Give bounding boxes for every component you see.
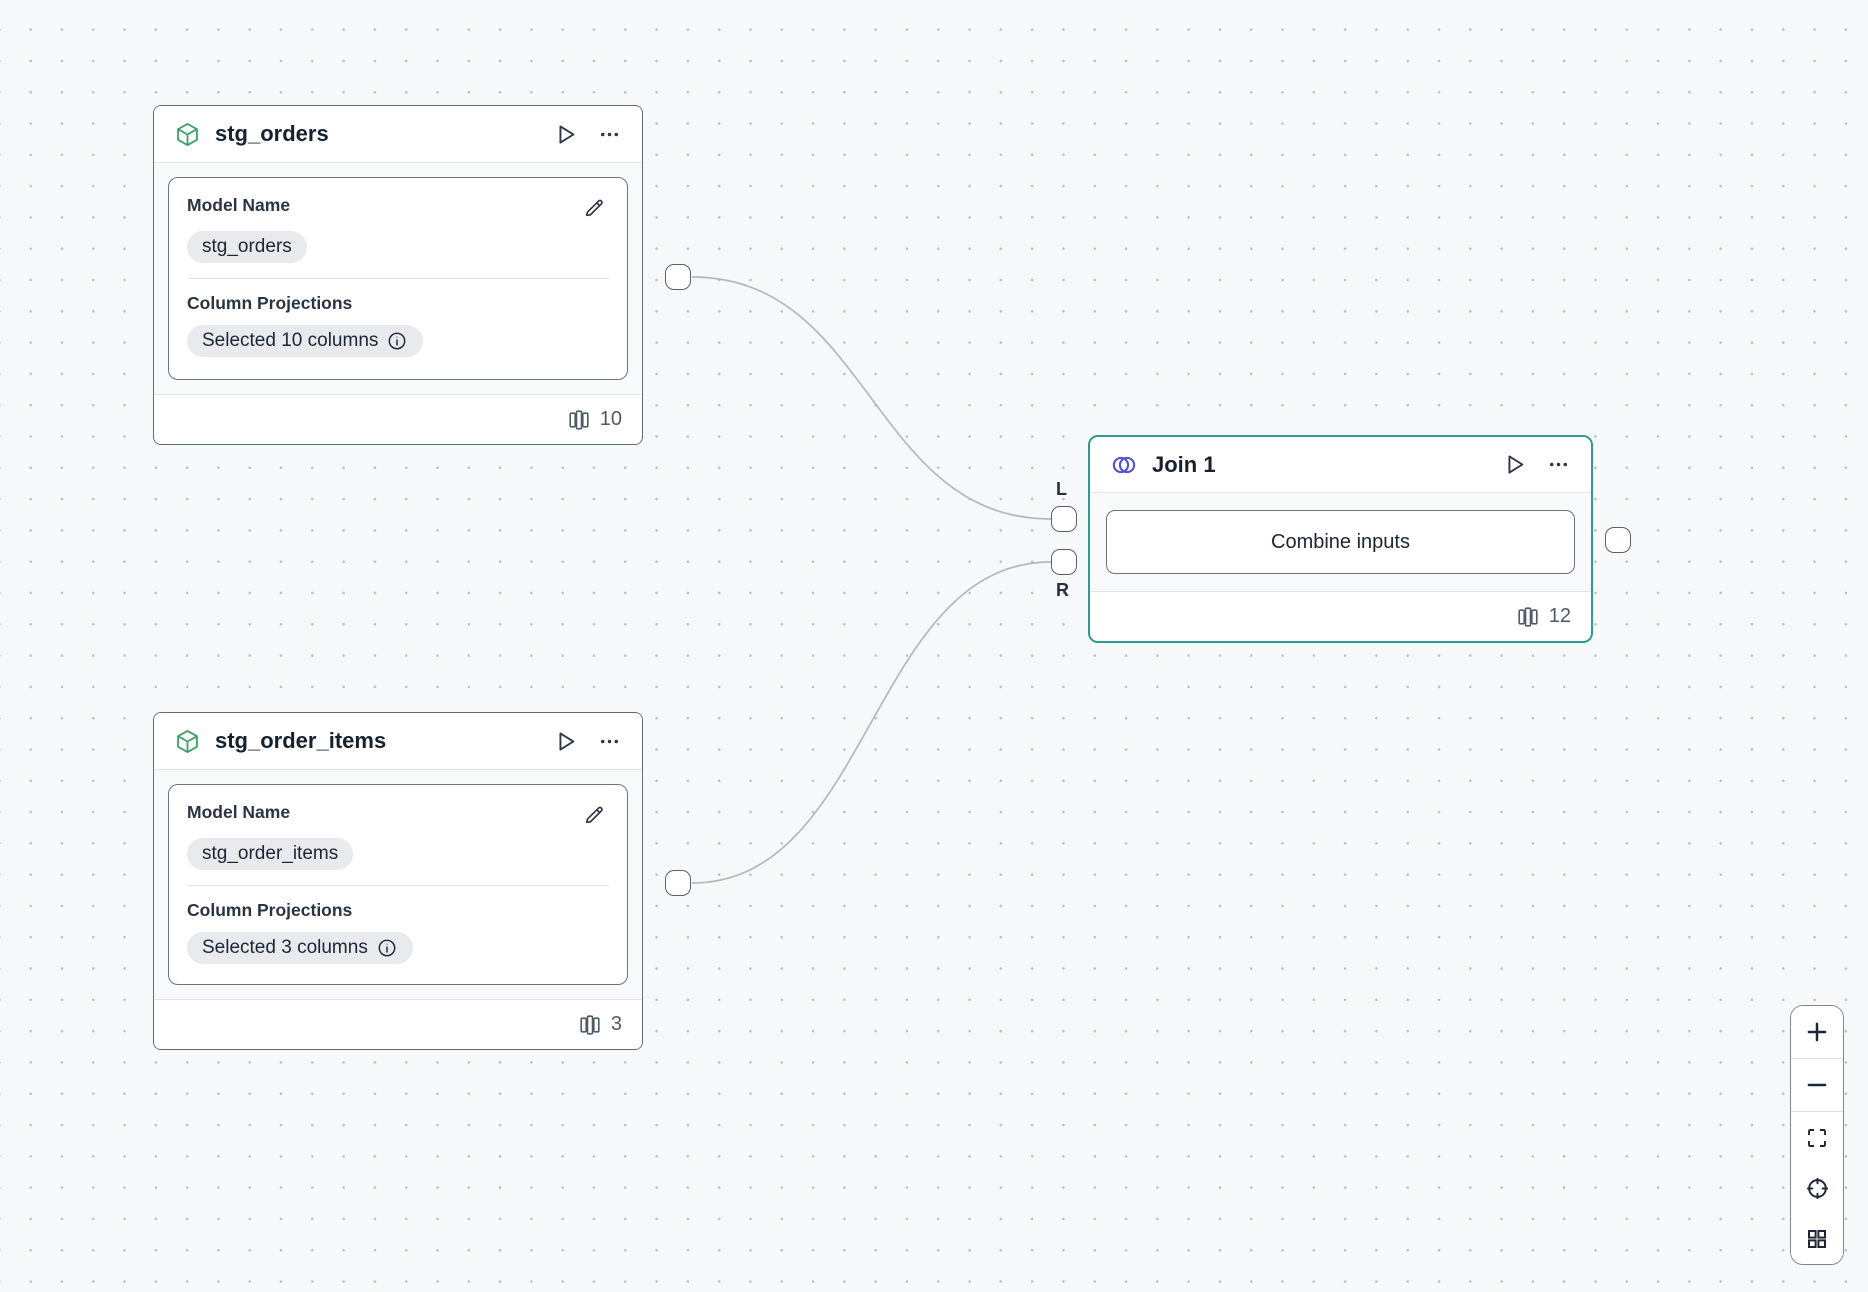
node-footer: 12 — [1090, 591, 1591, 641]
play-icon[interactable] — [550, 119, 581, 150]
column-projections-pill[interactable]: Selected 10 columns — [187, 325, 423, 357]
columns-icon — [567, 408, 591, 432]
node-title: stg_order_items — [215, 728, 536, 754]
node-footer: 10 — [154, 394, 642, 444]
play-icon[interactable] — [1499, 449, 1530, 480]
minus-icon[interactable] — [1791, 1059, 1843, 1111]
columns-icon — [578, 1013, 602, 1037]
target-handle-join-left[interactable] — [1051, 506, 1077, 532]
node-title: Join 1 — [1152, 452, 1485, 478]
node-body: Combine inputs — [1090, 493, 1591, 591]
model-name-value-pill: stg_orders — [187, 231, 307, 263]
source-handle-join[interactable] — [1605, 527, 1631, 553]
crosshair-icon[interactable] — [1791, 1163, 1843, 1214]
ellipsis-icon[interactable] — [1544, 450, 1573, 479]
node-body: Model Name stg_orders Column Projections… — [154, 163, 642, 394]
edge-stg-orders-to-join-left[interactable] — [692, 277, 1051, 519]
card-divider — [187, 885, 609, 886]
column-projections-label: Column Projections — [187, 898, 609, 923]
node-stg-orders[interactable]: stg_orders Model Name — [153, 105, 643, 445]
target-handle-join-right[interactable] — [1051, 549, 1077, 575]
fit-view-icon[interactable] — [1791, 1112, 1843, 1162]
plus-icon[interactable] — [1791, 1006, 1843, 1058]
node-body: Model Name stg_order_items Column Projec… — [154, 770, 642, 999]
edge-stg-order-items-to-join-right[interactable] — [692, 562, 1051, 883]
pencil-icon[interactable] — [580, 193, 609, 222]
model-config-card: Model Name stg_orders Column Projections… — [168, 177, 628, 380]
columns-icon — [1516, 605, 1540, 629]
grid-icon[interactable] — [1791, 1214, 1843, 1264]
node-join-1[interactable]: Join 1 Combine inputs — [1088, 435, 1593, 643]
model-name-label: Model Name — [187, 193, 290, 218]
info-icon[interactable] — [386, 330, 408, 352]
node-header: stg_orders — [154, 106, 642, 163]
source-handle-stg-order-items[interactable] — [665, 870, 691, 896]
source-handle-stg-orders[interactable] — [665, 264, 691, 290]
cube-icon — [174, 121, 201, 148]
node-footer: 3 — [154, 999, 642, 1049]
column-projections-label: Column Projections — [187, 291, 609, 316]
column-projections-pill[interactable]: Selected 3 columns — [187, 932, 413, 964]
column-projections-value: Selected 10 columns — [202, 330, 378, 352]
model-config-card: Model Name stg_order_items Column Projec… — [168, 784, 628, 985]
zoom-controls-panel — [1790, 1005, 1844, 1265]
join-circles-icon — [1110, 451, 1138, 479]
pencil-icon[interactable] — [580, 800, 609, 829]
card-divider — [187, 278, 609, 279]
model-name-value-pill: stg_order_items — [187, 838, 353, 870]
play-icon[interactable] — [550, 726, 581, 757]
cube-icon — [174, 728, 201, 755]
column-count: 12 — [1549, 605, 1571, 628]
ellipsis-icon[interactable] — [595, 727, 624, 756]
node-header: stg_order_items — [154, 713, 642, 770]
column-projections-value: Selected 3 columns — [202, 937, 368, 959]
info-icon[interactable] — [376, 937, 398, 959]
column-count: 10 — [600, 408, 622, 431]
column-count: 3 — [611, 1013, 622, 1036]
node-stg-order-items[interactable]: stg_order_items Model Name — [153, 712, 643, 1050]
ellipsis-icon[interactable] — [595, 120, 624, 149]
node-title: stg_orders — [215, 121, 536, 147]
node-header: Join 1 — [1090, 437, 1591, 493]
model-name-label: Model Name — [187, 800, 290, 825]
combine-inputs-button[interactable]: Combine inputs — [1106, 510, 1575, 574]
join-left-handle-label: L — [1056, 479, 1067, 500]
join-right-handle-label: R — [1056, 580, 1069, 601]
